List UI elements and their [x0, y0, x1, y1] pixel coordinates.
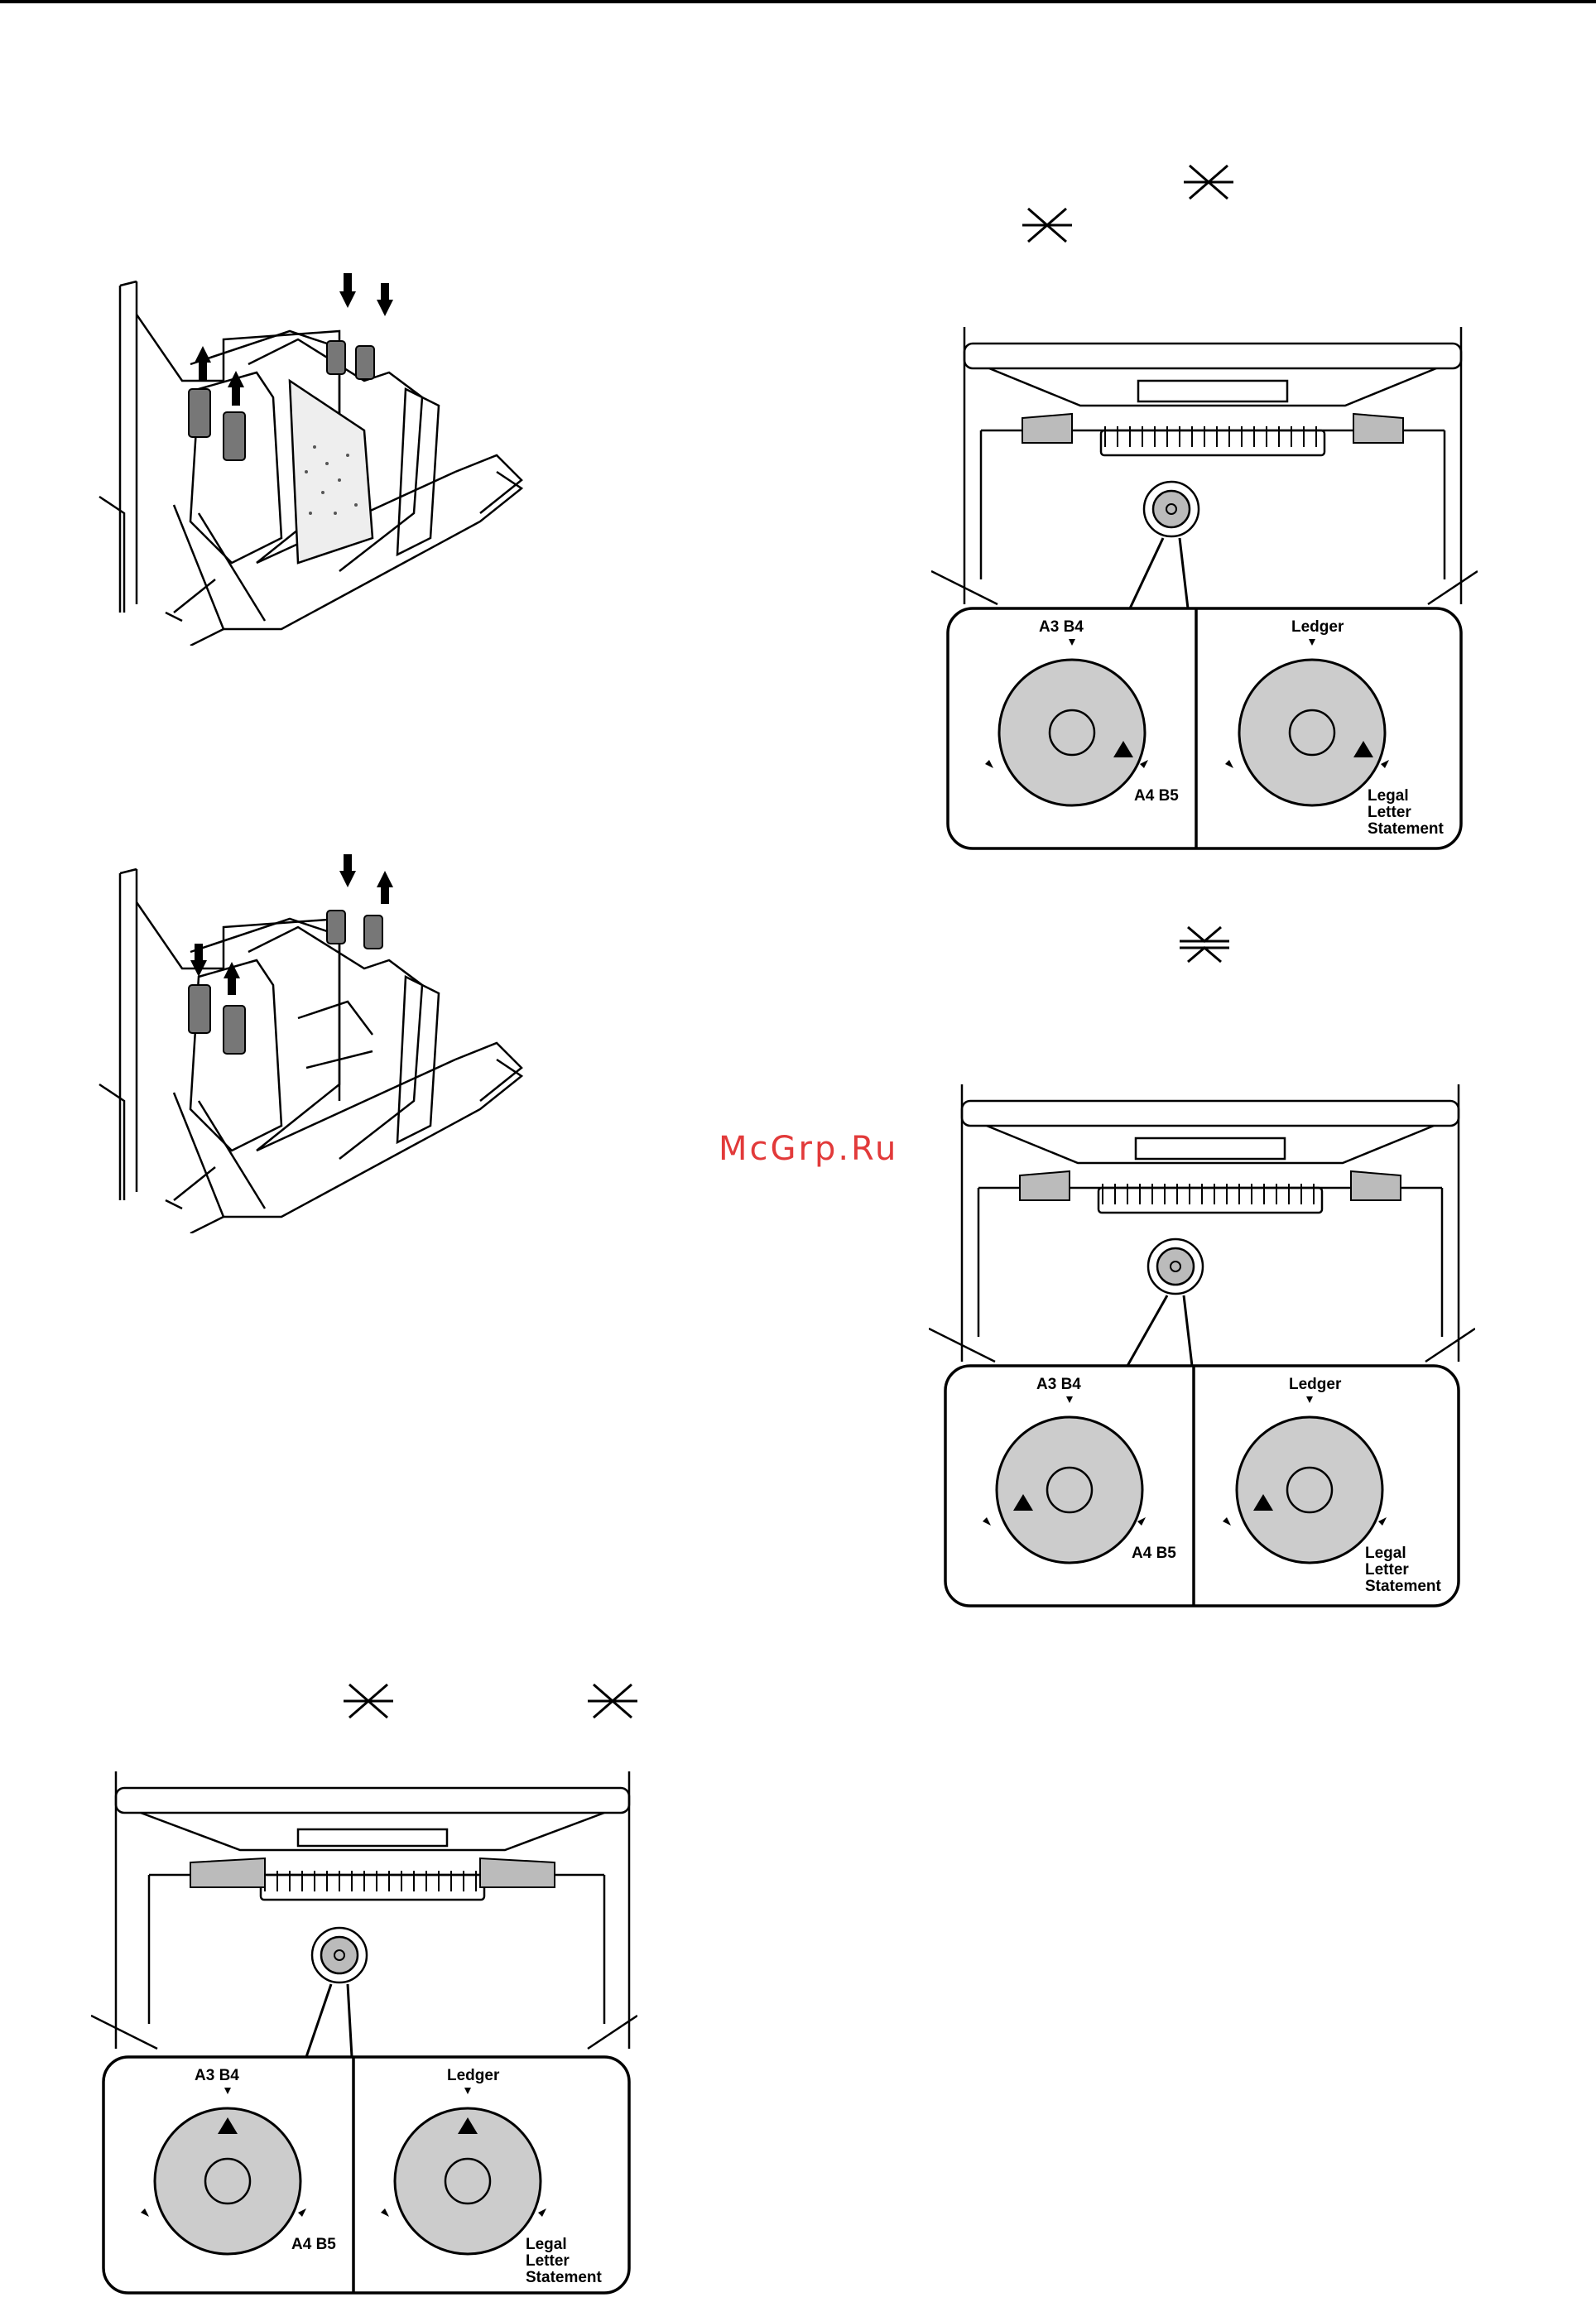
dial-figure-a: A3 B4 A4 B5 Ledger Legal Letter Statemen…	[931, 323, 1478, 861]
arrow-down-icon	[339, 273, 356, 308]
dial-b-left-top-label: A3 B4	[1036, 1376, 1081, 1393]
dial-a-right-top-label: Ledger	[1291, 618, 1344, 636]
dial-a-right-bottom-label-2: Letter	[1368, 804, 1411, 821]
dial-b-left-bottom-label: A4 B5	[1132, 1545, 1176, 1562]
dial-figure-c: A3 B4 A4 B5 Ledger Legal Letter Statemen…	[91, 1767, 637, 2301]
tray-illustration-1	[91, 265, 555, 646]
arrow-down-icon	[339, 854, 356, 887]
dial-b-right-bottom-label-1: Legal	[1365, 1545, 1406, 1562]
dial-b-right-top-label: Ledger	[1289, 1376, 1342, 1393]
watermark: McGrp.Ru	[719, 1130, 898, 1168]
wide-gap-symbol-icon	[339, 1680, 397, 1726]
arrow-up-icon	[377, 871, 393, 904]
dial-figure-b: A3 B4 A4 B5 Ledger Legal Letter Statemen…	[929, 1080, 1475, 1618]
dial-c-right-bottom-label-2: Letter	[526, 2252, 570, 2270]
dial-c-right-bottom-label-1: Legal	[526, 2236, 567, 2253]
dial-c-left-bottom-label: A4 B5	[291, 2236, 336, 2253]
wide-gap-symbol-icon	[1180, 161, 1238, 207]
tray-illustration-2	[91, 853, 555, 1233]
dial-a-left-top-label: A3 B4	[1039, 618, 1084, 636]
dial-a-left-bottom-label: A4 B5	[1134, 787, 1179, 805]
wide-gap-symbol-icon	[1018, 204, 1076, 250]
dial-c-right-bottom-label-3: Statement	[526, 2269, 603, 2286]
arrow-down-icon	[190, 944, 207, 977]
arrow-up-icon	[224, 962, 240, 995]
arrow-up-icon	[195, 346, 211, 381]
top-rule	[0, 0, 1596, 3]
dial-a-right-bottom-label-3: Statement	[1368, 820, 1445, 838]
dial-b-right-bottom-label-3: Statement	[1365, 1578, 1442, 1595]
dial-c-right-top-label: Ledger	[447, 2067, 500, 2084]
narrow-gap-symbol-icon	[1175, 923, 1233, 968]
dial-a-right-bottom-label-1: Legal	[1368, 787, 1409, 805]
dial-b-right-bottom-label-2: Letter	[1365, 1561, 1409, 1579]
wide-gap-symbol-icon	[584, 1680, 642, 1726]
dial-c-left-top-label: A3 B4	[195, 2067, 239, 2084]
arrow-down-icon	[377, 283, 393, 316]
